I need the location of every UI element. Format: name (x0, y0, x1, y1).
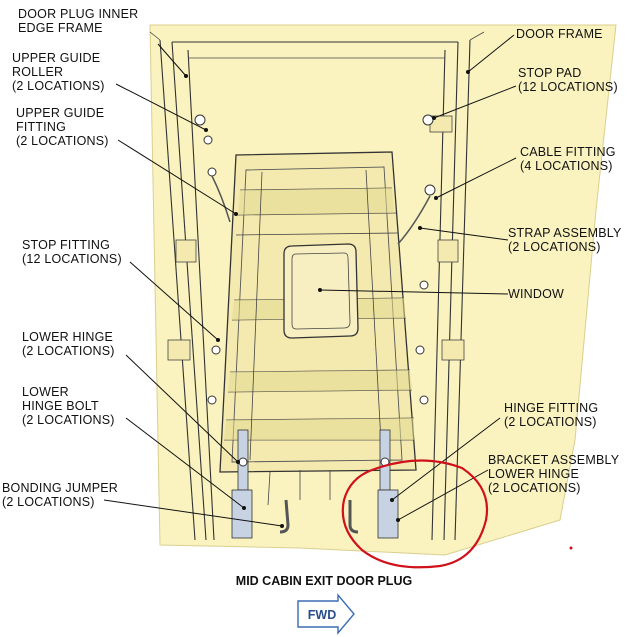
label-bonding-jumper: BONDING JUMPER (2 LOCATIONS) (2, 481, 122, 509)
leader-lines (103, 34, 517, 528)
label-strap-assembly: STRAP ASSEMBLY (2 LOCATIONS) (508, 226, 625, 254)
red-dot-mark (569, 546, 573, 550)
fwd-label: FWD (308, 608, 336, 622)
fwd-arrow-icon: FWD (297, 593, 355, 635)
label-stop-fitting: STOP FITTING (12 LOCATIONS) (22, 238, 122, 266)
label-bracket-assembly-lower-hinge: BRACKET ASSEMBLY LOWER HINGE (2 LOCATION… (488, 453, 623, 495)
label-lower-hinge-bolt: LOWER HINGE BOLT (2 LOCATIONS) (22, 385, 115, 427)
label-door-frame: DOOR FRAME (516, 27, 603, 41)
label-hinge-fitting: HINGE FITTING (2 LOCATIONS) (504, 401, 602, 429)
door-frame (149, 31, 485, 541)
label-cable-fitting: CABLE FITTING (4 LOCATIONS) (520, 145, 619, 173)
strap-assembly (211, 175, 431, 245)
label-upper-guide-fitting: UPPER GUIDE FITTING (2 LOCATIONS) (16, 106, 109, 148)
label-window: WINDOW (508, 287, 564, 301)
lower-hinges (231, 429, 399, 539)
label-door-plug-inner-edge-frame: DOOR PLUG INNER EDGE FRAME (18, 7, 142, 35)
diagram-caption: MID CABIN EXIT DOOR PLUG (236, 574, 412, 588)
label-lower-hinge: LOWER HINGE (2 LOCATIONS) (22, 330, 117, 358)
label-stop-pad: STOP PAD (12 LOCATIONS) (518, 66, 618, 94)
highlight-circle (341, 459, 488, 569)
label-upper-guide-roller: UPPER GUIDE ROLLER (2 LOCATIONS) (12, 51, 105, 93)
